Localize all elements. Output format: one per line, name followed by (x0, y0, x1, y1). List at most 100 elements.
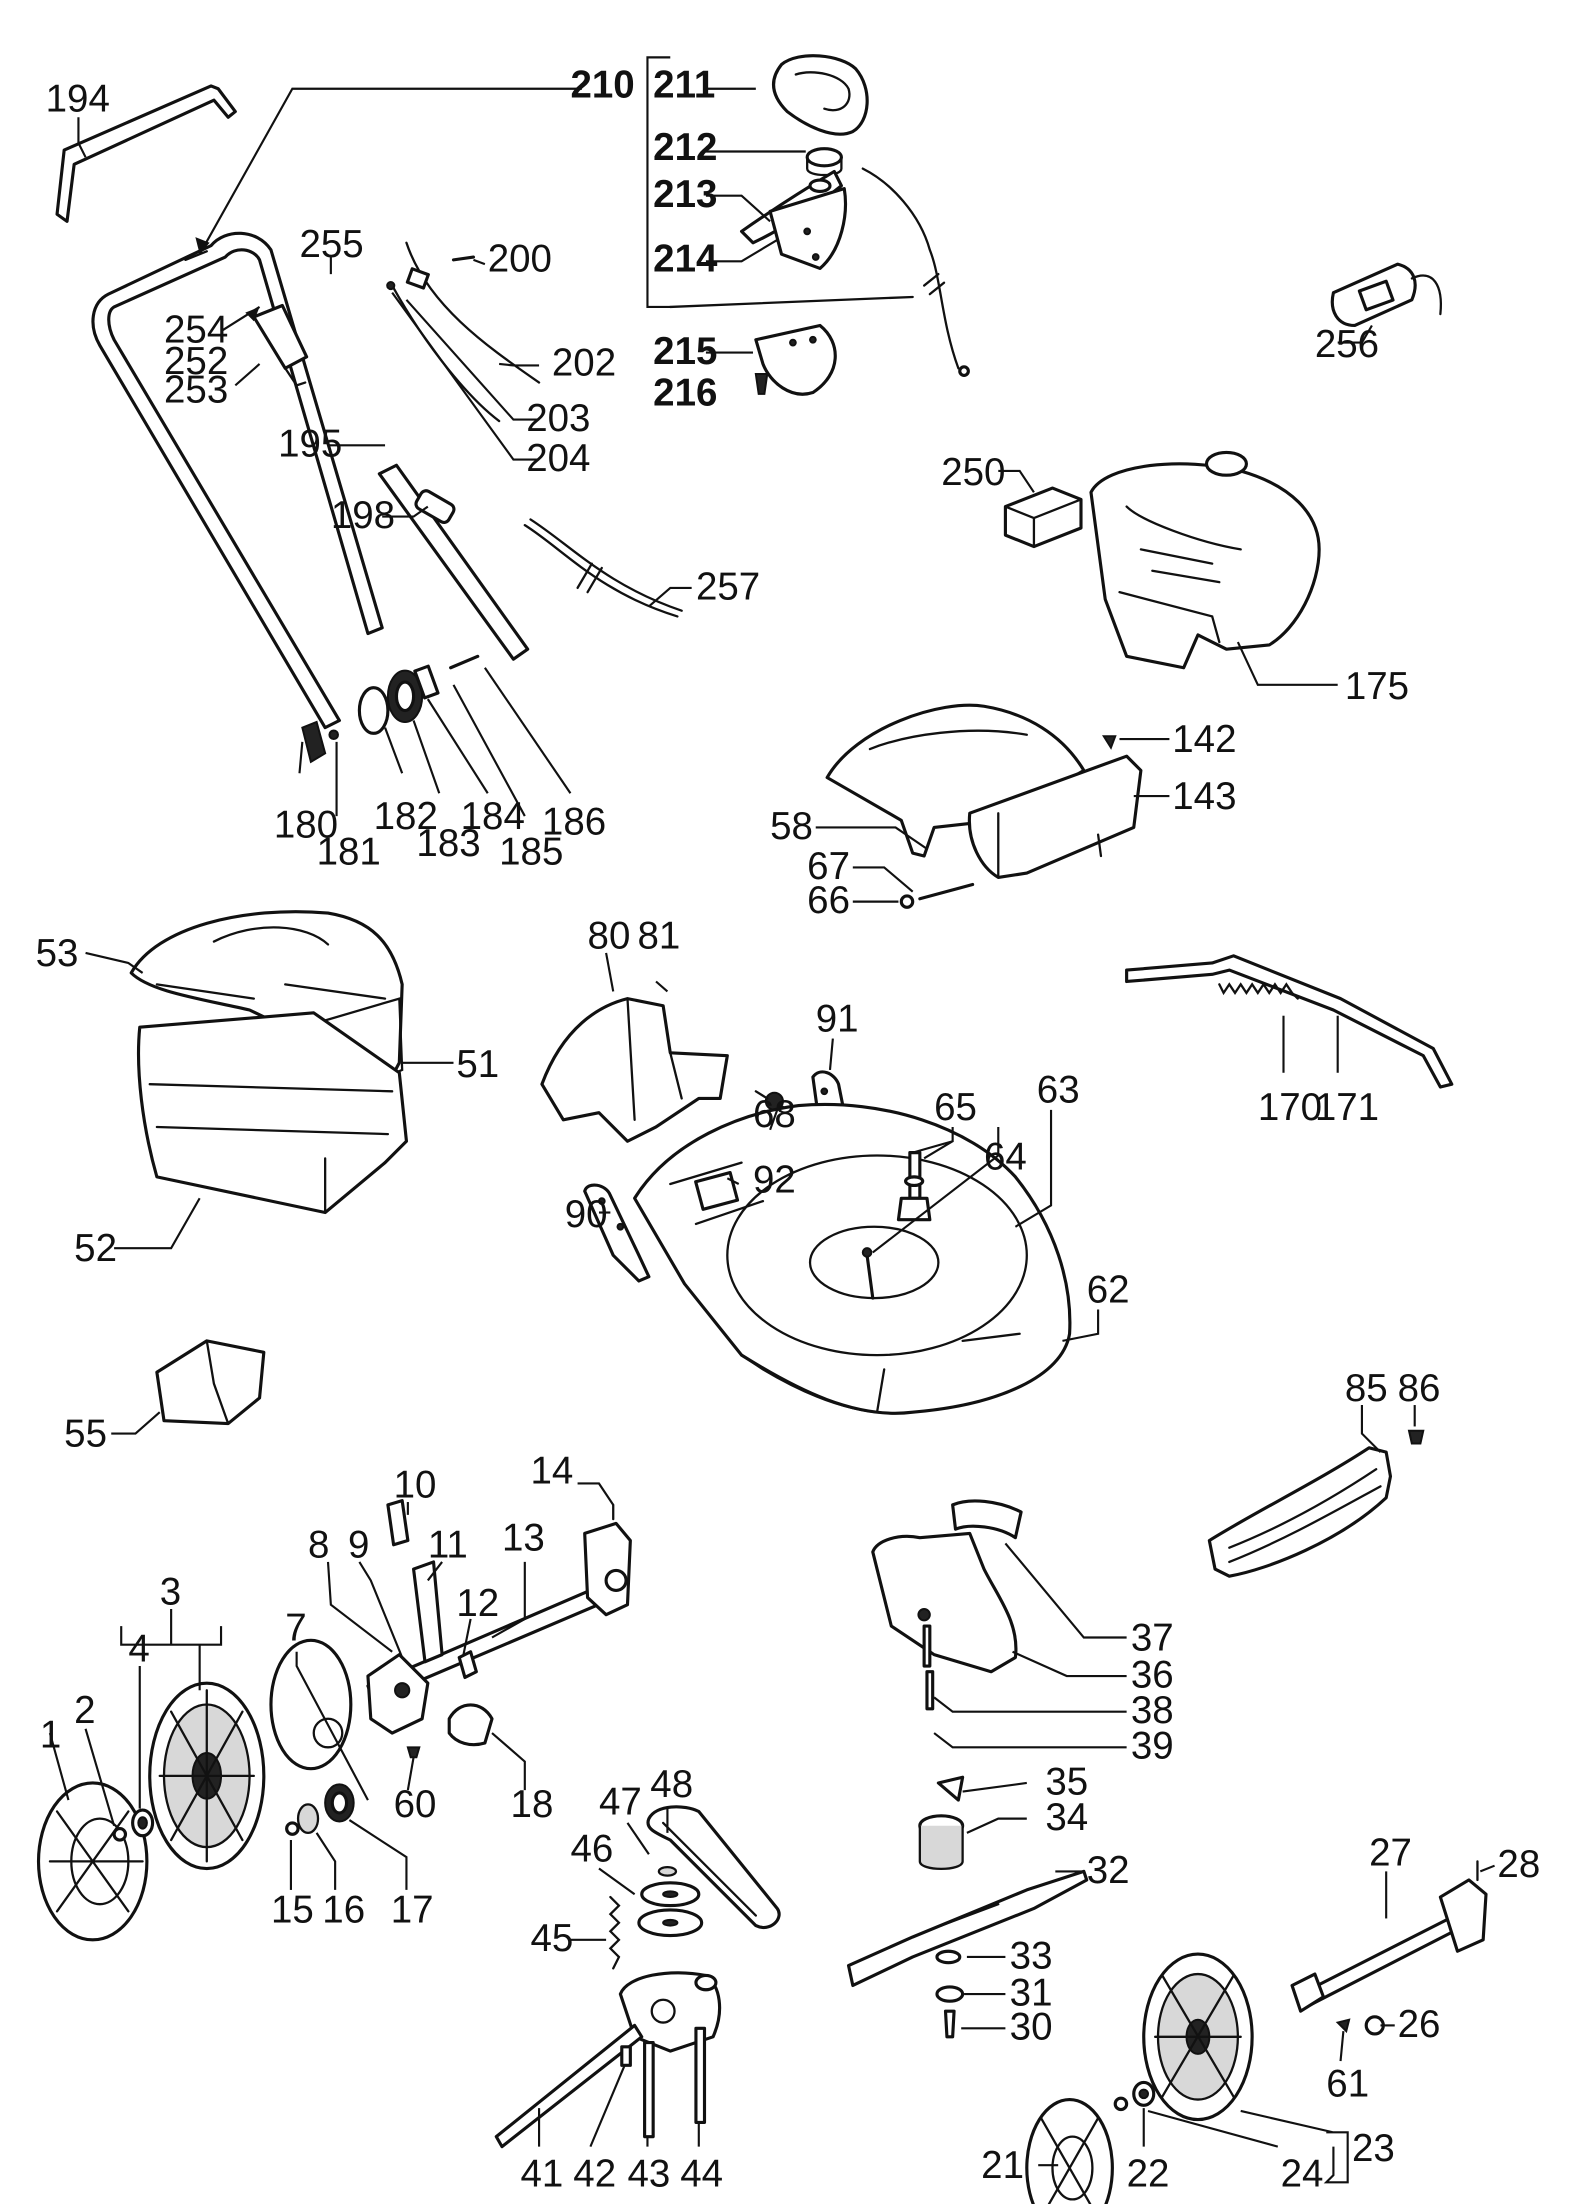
label-22: 22 (1127, 2153, 1170, 2196)
label-13: 13 (502, 1517, 545, 1560)
label-55: 55 (64, 1412, 107, 1455)
label-60: 60 (394, 1783, 437, 1826)
label-9: 9 (348, 1524, 369, 1567)
label-24: 24 (1281, 2153, 1324, 2196)
label-17: 17 (391, 1889, 434, 1932)
control-switch-box (252, 303, 309, 387)
label-16: 16 (322, 1889, 365, 1932)
label-23: 23 (1352, 2127, 1395, 2170)
label-21: 21 (981, 2144, 1024, 2187)
screw-142 (1102, 735, 1117, 750)
battery-250 (1003, 486, 1083, 549)
small-screw-200 (451, 255, 476, 262)
label-44: 44 (680, 2153, 723, 2196)
label-91: 91 (816, 997, 859, 1040)
label-12: 12 (456, 1582, 499, 1625)
label-36: 36 (1131, 1653, 1174, 1696)
clip-66 (899, 894, 915, 909)
handle-frame (91, 231, 384, 730)
label-186: 186 (542, 801, 606, 844)
label-8: 8 (308, 1524, 329, 1567)
label-211: 211 (653, 63, 715, 106)
label-11: 11 (428, 1524, 468, 1567)
front-axle-27 (1290, 1878, 1488, 2013)
label-68: 68 (753, 1093, 796, 1136)
label-181: 181 (317, 831, 381, 874)
screw-60 (406, 1746, 421, 1759)
label-256: 256 (1315, 323, 1379, 366)
bail-cable (861, 167, 970, 377)
lower-handle-tube (377, 463, 530, 661)
bail-cover-211 (772, 54, 869, 136)
blade-adapter-34 (918, 1814, 965, 1871)
label-7: 7 (285, 1606, 306, 1649)
label-33: 33 (1010, 1934, 1053, 1977)
rear-axle-171 (1125, 954, 1454, 1089)
label-86: 86 (1398, 1367, 1441, 1410)
deflector-143 (967, 754, 1143, 879)
label-250: 250 (941, 451, 1005, 494)
label-63: 63 (1037, 1069, 1080, 1112)
label-255: 255 (299, 223, 363, 266)
label-257: 257 (696, 565, 760, 608)
grass-bag-body-52 (136, 1011, 409, 1215)
label-216: 216 (653, 371, 717, 414)
screw-216 (754, 372, 769, 395)
label-214: 214 (653, 237, 718, 280)
label-203: 203 (526, 397, 590, 440)
hubcap-21 (1025, 2098, 1114, 2204)
gear-parts-15-17 (285, 1783, 355, 1836)
blade-bolt-64 (861, 1247, 875, 1300)
key-35 (936, 1775, 965, 1802)
label-42: 42 (573, 2153, 616, 2196)
drive-gear-cover-7 (269, 1638, 353, 1771)
handle-knob-parts (301, 654, 480, 764)
bearing-4 (131, 1808, 155, 1838)
throttle-cable-257 (523, 518, 683, 618)
pulleys-46-47 (637, 1865, 704, 1938)
mulch-insert-36 (871, 1531, 1018, 1674)
label-213: 213 (653, 173, 717, 216)
label-195: 195 (278, 423, 342, 466)
label-14: 14 (531, 1449, 574, 1492)
label-200: 200 (488, 237, 552, 280)
label-171: 171 (1315, 1086, 1379, 1129)
vbelt-48 (646, 1805, 781, 1929)
label-64: 64 (984, 1136, 1027, 1179)
knob-18 (447, 1703, 494, 1747)
label-180: 180 (274, 803, 338, 846)
spring-45 (608, 1895, 621, 1970)
bracket-8-12 (366, 1499, 478, 1735)
label-212: 212 (653, 126, 717, 169)
mount-plate-215 (754, 323, 837, 396)
label-52: 52 (74, 1227, 117, 1270)
label-43: 43 (627, 2153, 670, 2196)
leader-lines (48, 87, 1495, 2184)
label-35: 35 (1045, 1760, 1088, 1803)
height-lever-90 (583, 1183, 651, 1283)
label-184: 184 (461, 795, 525, 838)
label-85: 85 (1345, 1367, 1388, 1410)
engine-175 (1089, 450, 1321, 670)
label-58: 58 (770, 805, 813, 848)
label-92: 92 (753, 1159, 796, 1202)
label-2: 2 (74, 1689, 95, 1732)
bolt-61 (1335, 2018, 1351, 2034)
mulch-clip-37 (951, 1499, 1023, 1540)
label-90: 90 (565, 1193, 608, 1236)
label-204: 204 (526, 437, 590, 480)
label-215: 215 (653, 330, 717, 373)
label-254: 254 (164, 309, 228, 352)
bearing-22 (1132, 2080, 1156, 2107)
front-wheel-24 (1142, 1952, 1254, 2122)
label-31: 31 (1010, 1971, 1053, 2014)
switch-cover-256 (1330, 262, 1442, 328)
label-48: 48 (650, 1763, 693, 1806)
label-194: 194 (46, 78, 110, 121)
label-182: 182 (374, 795, 438, 838)
label-34: 34 (1045, 1796, 1088, 1839)
upper-handle-bar (55, 84, 237, 223)
label-183: 183 (416, 822, 480, 865)
pins-42-44 (620, 2026, 707, 2139)
label-210: 210 (570, 63, 634, 106)
